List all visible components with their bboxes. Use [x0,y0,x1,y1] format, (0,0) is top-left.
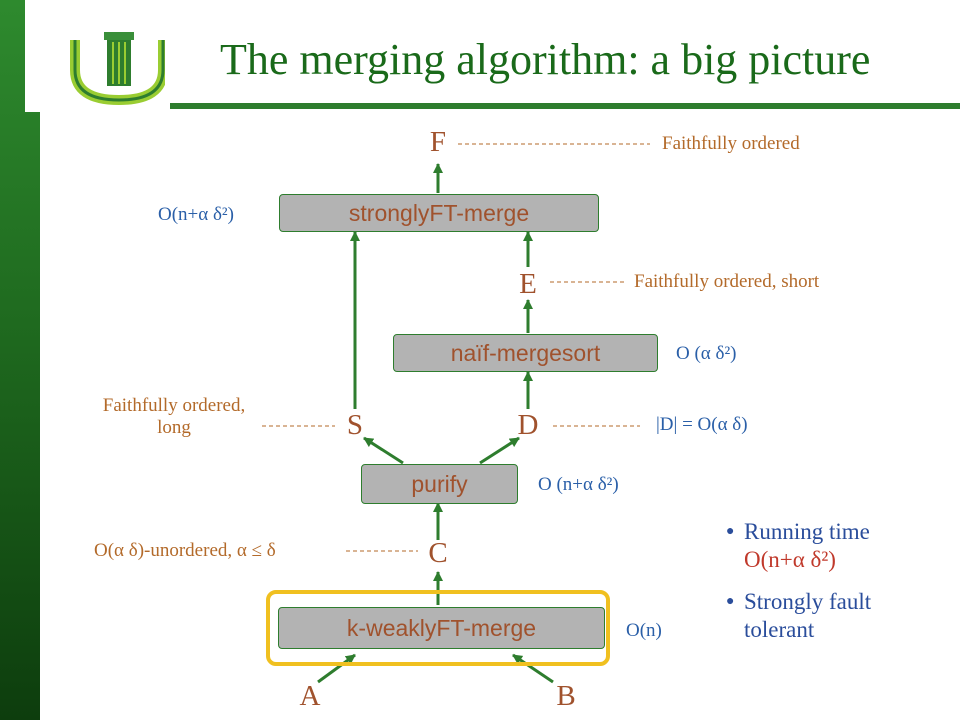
slide-title: The merging algorithm: a big picture [220,35,871,84]
arrow-b-to-weakly [512,653,554,684]
bullet-fault-tolerant: ● Strongly fault tolerant [726,588,946,644]
bullet-dot-icon: ● [726,594,735,609]
k-weakly-ft-merge-box: k-weaklyFT-merge [278,607,605,649]
purify-box: purify [361,464,518,504]
logo [25,0,168,112]
highlight-frame [266,590,610,666]
title-underline [170,103,960,109]
node-a: A [299,680,321,712]
label-strongly-cost: O(n+α δ²) [158,204,234,225]
node-c: C [428,537,448,569]
node-b: B [556,680,576,712]
label-faithfully-ordered: Faithfully ordered [662,133,800,154]
bullet-dot-icon: ● [726,524,735,539]
bullet-running-time: ● Running time O(n+α δ²) [726,518,946,574]
arrow-a-to-weakly [317,653,356,684]
label-faithfully-ordered-short: Faithfully ordered, short [634,271,820,292]
node-d: D [517,409,539,441]
label-c-unordered: O(α δ)-unordered, α ≤ δ [94,540,276,561]
node-f: F [429,126,447,158]
arrow-purify-to-s [363,436,404,465]
label-purify-cost: O (n+α δ²) [538,474,619,495]
bullet-fault-tolerant-text: Strongly fault [744,589,872,614]
label-faithfully-ordered-long: Faithfully ordered, long [74,395,274,439]
node-s: S [346,409,364,441]
green-sidebar [0,0,40,720]
bullet-running-time-text: Running time [744,519,870,544]
bullet-fault-tolerant-sub: tolerant [744,617,815,642]
bullet-running-time-value: O(n+α δ²) [744,547,836,572]
university-u-logo-icon [70,32,168,106]
logo-u-outline [73,40,165,102]
label-weakly-cost: O(n) [626,620,662,641]
summary-bullets: ● Running time O(n+α δ²) ● Strongly faul… [726,518,946,644]
node-e: E [519,268,537,300]
arrow-purify-to-d [479,436,520,465]
strongly-ft-merge-box: stronglyFT-merge [279,194,599,232]
naif-mergesort-box: naïf-mergesort [393,334,658,372]
label-s-line2: long [157,417,191,438]
label-d-size: |D| = O(α δ) [656,414,748,435]
label-s-line1: Faithfully ordered, [102,395,246,416]
label-naif-cost: O (α δ²) [676,343,737,364]
logo-tower-top [104,32,134,40]
